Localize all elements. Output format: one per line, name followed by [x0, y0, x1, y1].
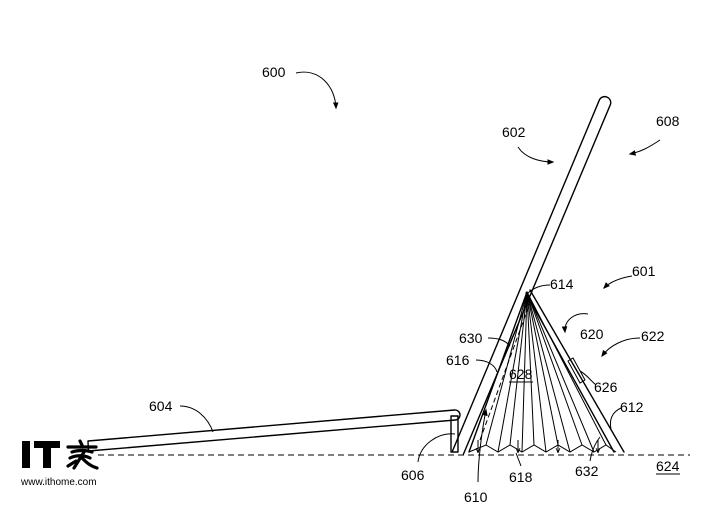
tablet-bar [451, 95, 612, 455]
logo-letter-t-stem [43, 441, 51, 468]
pleat-line [526, 291, 571, 453]
leg-pad [567, 357, 586, 384]
kickstand-leg-line-inner [525, 292, 615, 453]
label-600: 600 [262, 64, 286, 80]
pleat-bottom-zigzag [468, 444, 617, 453]
leader-618 [515, 452, 522, 467]
label-616: 616 [446, 352, 470, 368]
leader-632 [589, 436, 601, 462]
label-632: 632 [575, 463, 599, 479]
leader-610 [477, 408, 488, 483]
label-630: 630 [459, 330, 483, 346]
pleat-line [526, 291, 547, 453]
dashed-attachment-line [479, 299, 532, 441]
label-606: 606 [401, 467, 425, 483]
kickstand-leg-line-outer [529, 289, 625, 453]
leader-604 [179, 405, 214, 433]
pleat-line [485, 291, 528, 446]
pleat-line [526, 291, 607, 446]
logo-glyph [66, 439, 99, 470]
label-624: 624 [656, 458, 680, 474]
label-618: 618 [509, 469, 533, 485]
leader-616 [475, 359, 498, 373]
kickstand-inner-line [468, 291, 528, 453]
logo-letter-i [22, 441, 30, 468]
pleat-line [526, 291, 559, 446]
pleat-line [509, 291, 528, 446]
leader-630 [487, 337, 511, 347]
label-628: 628 [509, 366, 533, 382]
leader-620 [561, 313, 589, 334]
leader-606 [417, 433, 456, 463]
label-612: 612 [620, 399, 644, 415]
label-614: 614 [550, 276, 574, 292]
pleat-group [468, 291, 617, 453]
label-626: 626 [594, 379, 618, 395]
label-622: 622 [641, 328, 665, 344]
leader-602 [517, 146, 555, 165]
leader-626 [579, 370, 597, 386]
pleat-line [526, 291, 535, 446]
keyboard-bar [87, 409, 461, 452]
leader-600 [295, 71, 339, 110]
label-610: 610 [464, 489, 488, 505]
leader-612 [609, 407, 622, 430]
label-608: 608 [656, 113, 680, 129]
leader-622 [601, 337, 641, 358]
pleat-line [526, 291, 583, 446]
label-604: 604 [149, 398, 173, 414]
watermark-url: www.ithome.com [20, 477, 97, 488]
label-602: 602 [502, 124, 526, 140]
pleat-line [521, 291, 528, 453]
label-601: 601 [632, 263, 656, 279]
leader-608 [628, 139, 661, 156]
leader-601 [603, 275, 633, 289]
watermark-logo [22, 439, 99, 470]
pleat-line [526, 291, 595, 453]
leader-614 [526, 284, 551, 295]
label-620: 620 [580, 326, 604, 342]
pleat-line [497, 291, 528, 453]
